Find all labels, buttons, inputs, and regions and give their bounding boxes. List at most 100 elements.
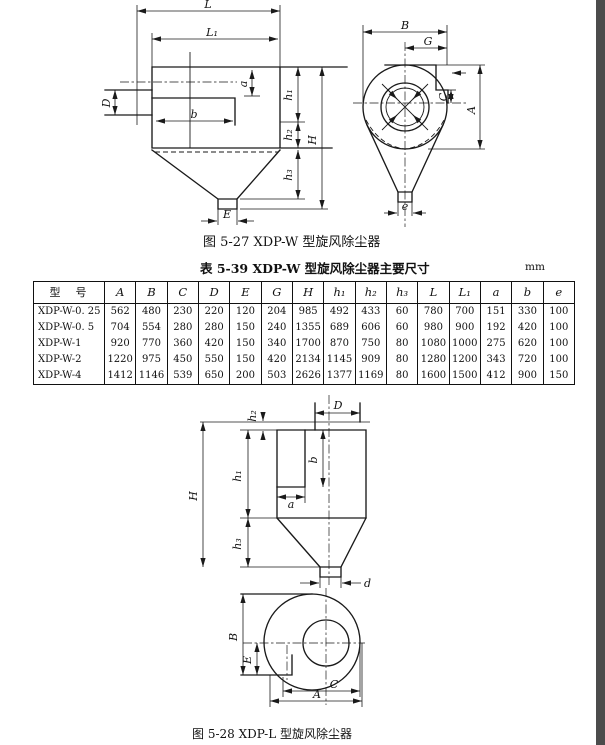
value-cell: 1500 xyxy=(448,368,481,385)
dim-label-H: H xyxy=(306,135,319,146)
scan-right-edge xyxy=(596,0,605,745)
dim-label-B: B xyxy=(227,633,240,642)
column-header: C xyxy=(166,281,199,304)
value-cell: 1412 xyxy=(103,368,136,385)
value-cell: 340 xyxy=(260,336,293,352)
value-cell: 1280 xyxy=(417,352,450,368)
column-header: H xyxy=(291,281,324,304)
value-cell: 492 xyxy=(323,303,356,320)
figure-527-caption: 图 5-27 XDP-W 型旋风除尘器 xyxy=(203,235,381,250)
value-cell: 1200 xyxy=(448,352,481,368)
value-cell: 450 xyxy=(166,352,199,368)
column-header: h₁ xyxy=(323,281,356,304)
column-header: L xyxy=(417,281,450,304)
dim-label-a: a xyxy=(288,498,295,511)
value-cell: 150 xyxy=(542,368,575,385)
value-cell: 770 xyxy=(135,336,168,352)
column-header: A xyxy=(103,281,136,304)
figure-528-side-view-drawing: D h₂ b a h₁ h₃ H d xyxy=(187,395,371,590)
value-cell: 151 xyxy=(479,303,512,320)
column-header: G xyxy=(260,281,293,304)
column-header-model: 型 号 xyxy=(33,281,105,304)
value-cell: 330 xyxy=(511,303,544,320)
value-cell: 620 xyxy=(511,336,544,352)
column-header: L₁ xyxy=(448,281,481,304)
column-header: b xyxy=(511,281,544,304)
value-cell: 480 xyxy=(135,303,168,320)
figure-528-front-view-drawing: B E C A xyxy=(227,588,365,707)
value-cell: 1000 xyxy=(448,336,481,352)
value-cell: 204 xyxy=(260,303,293,320)
value-cell: 720 xyxy=(511,352,544,368)
column-header: a xyxy=(479,281,512,304)
dim-label-D: D xyxy=(100,98,113,108)
value-cell: 689 xyxy=(323,320,356,336)
value-cell: 433 xyxy=(354,303,387,320)
value-cell: 360 xyxy=(166,336,199,352)
value-cell: 60 xyxy=(385,303,418,320)
column-header: h₃ xyxy=(385,281,418,304)
figure-527-side-view-drawing: L L₁ D a b E h₁ h₂ h₃ H xyxy=(100,0,348,225)
value-cell: 220 xyxy=(197,303,230,320)
value-cell: 80 xyxy=(385,336,418,352)
value-cell: 1355 xyxy=(291,320,324,336)
value-cell: 230 xyxy=(166,303,199,320)
dim-label-h2: h₂ xyxy=(246,410,259,422)
value-cell: 60 xyxy=(385,320,418,336)
model-cell: XDP-W-4 xyxy=(33,368,105,385)
dim-label-h2: h₂ xyxy=(282,129,295,141)
value-cell: 1700 xyxy=(291,336,324,352)
value-cell: 412 xyxy=(479,368,512,385)
value-cell: 1145 xyxy=(323,352,356,368)
dim-label-C: C xyxy=(330,678,339,691)
value-cell: 554 xyxy=(135,320,168,336)
column-header: e xyxy=(542,281,575,304)
value-cell: 240 xyxy=(260,320,293,336)
model-cell: XDP-W-2 xyxy=(33,352,105,368)
value-cell: 780 xyxy=(417,303,450,320)
value-cell: 420 xyxy=(197,336,230,352)
value-cell: 150 xyxy=(229,336,262,352)
dim-label-E: E xyxy=(222,208,231,221)
value-cell: 275 xyxy=(479,336,512,352)
value-cell: 200 xyxy=(229,368,262,385)
table-539-unit-label: mm xyxy=(525,261,545,273)
value-cell: 1220 xyxy=(103,352,136,368)
value-cell: 80 xyxy=(385,368,418,385)
dim-label-G: G xyxy=(424,35,433,48)
dim-label-e: e xyxy=(402,200,409,213)
dim-label-d: d xyxy=(364,577,371,590)
dim-label-E: E xyxy=(241,656,254,665)
value-cell: 120 xyxy=(229,303,262,320)
column-header: h₂ xyxy=(354,281,387,304)
value-cell: 985 xyxy=(291,303,324,320)
dim-label-a: a xyxy=(237,81,250,88)
value-cell: 750 xyxy=(354,336,387,352)
value-cell: 150 xyxy=(229,320,262,336)
value-cell: 343 xyxy=(479,352,512,368)
dim-label-A: A xyxy=(312,688,321,701)
value-cell: 704 xyxy=(103,320,136,336)
dim-label-D: D xyxy=(333,399,343,412)
dim-label-A: A xyxy=(465,106,478,115)
column-header: E xyxy=(229,281,262,304)
column-header: B xyxy=(135,281,168,304)
value-cell: 1600 xyxy=(417,368,450,385)
value-cell: 280 xyxy=(166,320,199,336)
value-cell: 550 xyxy=(197,352,230,368)
dim-label-b: b xyxy=(307,456,320,463)
value-cell: 100 xyxy=(542,303,575,320)
model-cell: XDP-W-0. 25 xyxy=(33,303,105,320)
dim-label-H: H xyxy=(187,491,200,502)
column-header: D xyxy=(197,281,230,304)
value-cell: 1169 xyxy=(354,368,387,385)
value-cell: 975 xyxy=(135,352,168,368)
table-539-title: 表 5-39 XDP-W 型旋风除尘器主要尺寸 xyxy=(200,261,430,276)
